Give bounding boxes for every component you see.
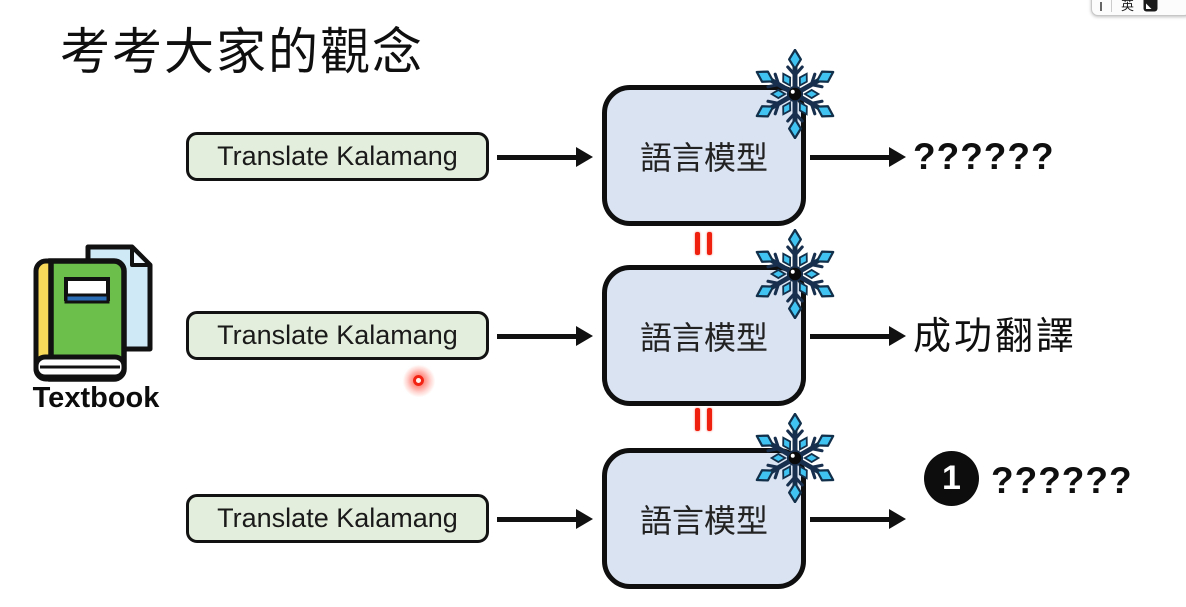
snowflake-icon: [750, 413, 840, 503]
model-box-2: 語言模型: [602, 265, 806, 406]
prompt-box-1: Translate Kalamang: [186, 132, 489, 181]
equals-sign-rotated: [695, 408, 712, 431]
arrow-right-icon: [810, 509, 906, 529]
arrow-right-icon: [497, 509, 593, 529]
arrow-right-icon: [810, 326, 906, 346]
arrow-right-icon: [497, 326, 593, 346]
ime-language-label: 英: [1121, 0, 1135, 13]
page-title: 考考大家的觀念: [60, 24, 424, 80]
model-box-3: 語言模型: [602, 448, 806, 589]
textbook-label: Textbook: [32, 382, 160, 414]
textbook-icon: [33, 244, 153, 382]
snowflake-icon: [750, 229, 840, 319]
output-text-1: ??????: [913, 136, 1055, 177]
arrow-right-icon: [810, 147, 906, 167]
ime-divider: [1111, 0, 1112, 12]
ime-cursor-icon: [1100, 2, 1102, 11]
laser-pointer-dot: [403, 365, 435, 397]
equals-sign-rotated: [695, 232, 712, 255]
prompt-box-3: Translate Kalamang: [186, 494, 489, 543]
ime-widget[interactable]: 英: [1091, 0, 1186, 16]
step-badge: 1: [924, 451, 979, 506]
prompt-box-2: Translate Kalamang: [186, 311, 489, 360]
snowflake-icon: [750, 49, 840, 139]
ime-keyboard-icon: [1143, 0, 1158, 12]
arrow-right-icon: [497, 147, 593, 167]
output-text-2: 成功翻譯: [913, 316, 1078, 358]
output-text-3: ??????: [991, 460, 1133, 501]
